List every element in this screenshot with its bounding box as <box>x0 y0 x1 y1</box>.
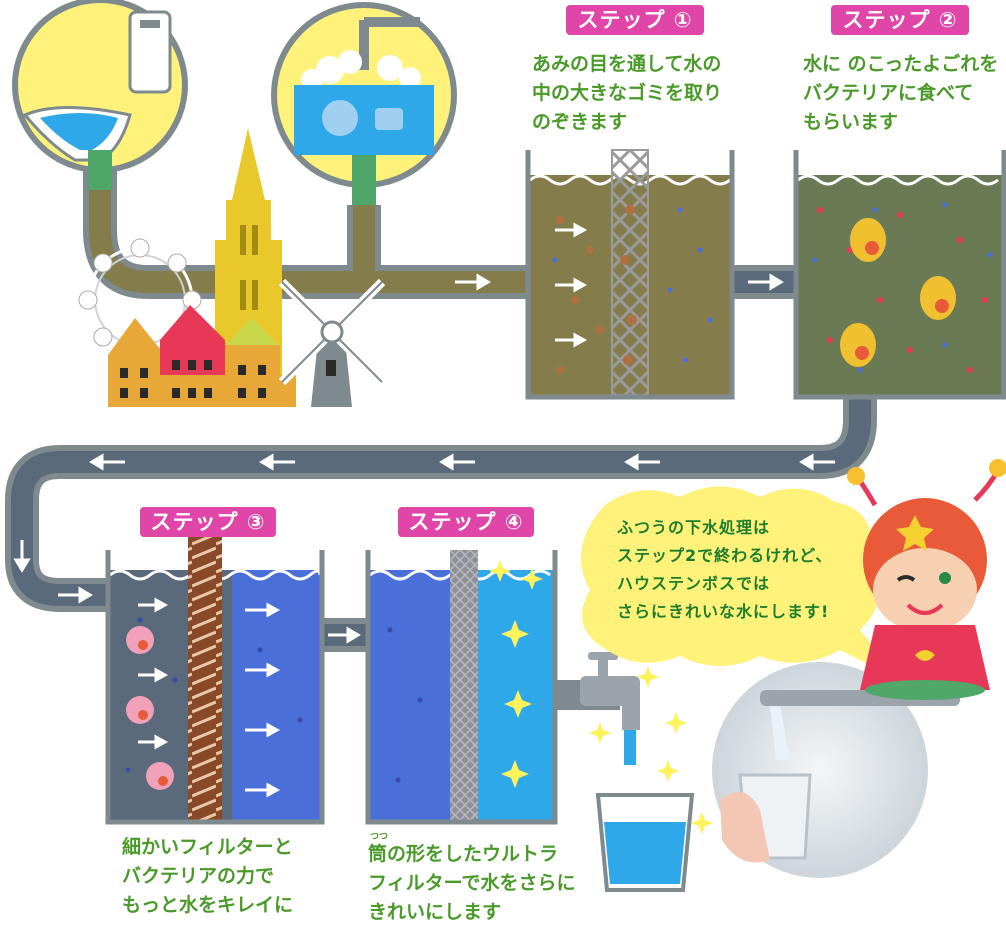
tank-step-1 <box>525 149 735 400</box>
caption-line: バクテリアに食べて <box>803 82 974 104</box>
speech-bubble-text: ふつうの下水処理は ステップ2で終わるけれど、 ハウステンボスでは さらにきれい… <box>617 514 832 626</box>
caption-line: 水に のこったよごれを <box>803 53 999 75</box>
caption-line: 中の大きなゴミを取り <box>532 82 723 104</box>
flow-arrow <box>245 662 281 678</box>
caption-line: きれいにします <box>368 901 502 923</box>
caption-line: バクテリアの力で <box>122 865 275 887</box>
sparkle-icon <box>489 560 543 590</box>
windmill-icon <box>278 278 386 407</box>
glass-icon <box>595 793 695 892</box>
caption-line: のぞきます <box>532 111 628 133</box>
flow-arrow <box>555 332 588 348</box>
step-2-badge: ステップ ② <box>831 5 969 35</box>
speech-line: さらにきれいな水にします! <box>617 602 830 621</box>
flow-arrow <box>799 453 835 471</box>
tank-step-2 <box>793 150 1006 400</box>
caption-line: 筒の形をしたウルトラ <box>368 843 559 865</box>
flow-arrows <box>13 273 835 644</box>
step-4-caption: 筒の形をしたウルトラ フィルターで水をさらに きれいにします <box>368 840 575 927</box>
step-2-caption: 水に のこったよごれを バクテリアに食べて もらいます <box>803 50 998 137</box>
faucet-icon <box>580 652 640 765</box>
houses <box>108 305 296 407</box>
flow-arrow <box>138 667 169 683</box>
caption-line: もっと水をキレイに <box>122 894 294 916</box>
speech-line: ステップ2で終わるけれど、 <box>617 546 833 565</box>
step-1-badge: ステップ ① <box>566 5 704 35</box>
flow-arrow <box>58 586 93 604</box>
caption-line: もらいます <box>803 111 899 133</box>
step-1-caption: あみの目を通して水の 中の大きなゴミを取り のぞきます <box>532 50 722 137</box>
speech-bubble <box>580 486 900 680</box>
sparkle-icon <box>589 666 713 834</box>
flow-arrow <box>328 626 361 644</box>
flow-arrow <box>748 273 784 291</box>
water-treatment-diagram <box>5 0 1006 892</box>
tank-step-4 <box>365 550 558 825</box>
flow-arrow <box>138 734 169 750</box>
flow-arrow <box>455 273 491 291</box>
speech-line: ハウステンボスでは <box>617 574 771 593</box>
step-4-ruby: つつ <box>370 832 389 842</box>
flow-arrow <box>89 453 125 471</box>
caption-line: フィルターで水をさらに <box>368 872 576 894</box>
sparkle-icon <box>501 620 532 788</box>
flow-arrow <box>555 222 588 238</box>
caption-line: あみの目を通して水の <box>532 53 722 75</box>
flow-arrow <box>138 597 169 613</box>
flow-arrow <box>245 782 281 798</box>
flow-arrow <box>259 453 295 471</box>
flow-arrow <box>439 453 475 471</box>
kitchen-sink-icon <box>271 2 457 205</box>
flow-arrow <box>555 277 588 293</box>
step-4-badge: ステップ ④ <box>398 507 534 537</box>
pipe-sewage <box>89 170 545 293</box>
flow-arrow <box>245 602 281 618</box>
toilet-icon <box>12 0 188 190</box>
tank-step-3 <box>105 530 325 825</box>
step-3-badge: ステップ ③ <box>140 507 276 537</box>
bacteria-icon <box>840 218 956 367</box>
bacteria-icon <box>126 626 174 790</box>
speech-line: ふつうの下水処理は <box>617 518 771 537</box>
flow-arrow <box>624 453 660 471</box>
caption-line: 細かいフィルターと <box>122 836 293 858</box>
flow-arrow <box>13 540 31 573</box>
mascot-icon <box>847 459 1006 700</box>
flow-arrow <box>245 722 281 738</box>
drinking-water-photo <box>712 662 960 878</box>
ferris-wheel-icon <box>78 238 202 354</box>
